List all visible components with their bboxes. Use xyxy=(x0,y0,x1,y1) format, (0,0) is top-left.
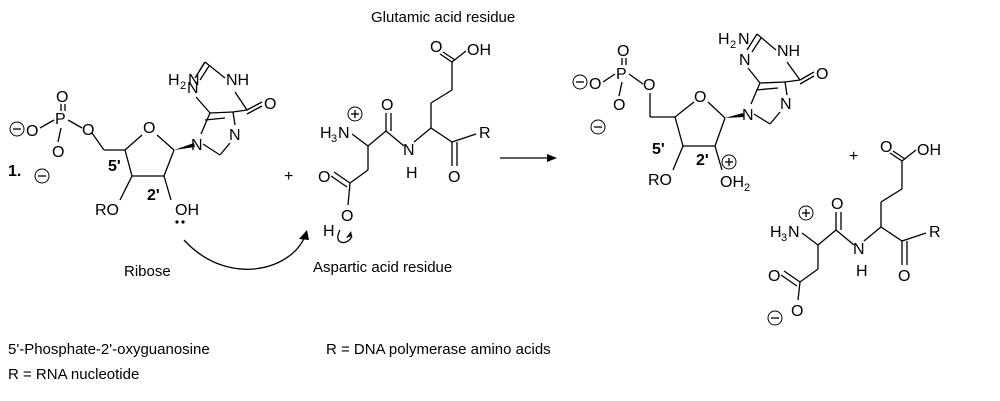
minus-charge-icon xyxy=(590,119,606,135)
svg-text:N: N xyxy=(338,125,350,142)
minus-charge-icon xyxy=(767,310,783,326)
svg-text:O: O xyxy=(694,89,706,106)
plus-sign-1: + xyxy=(284,168,293,185)
phosphate-group: O P O O O xyxy=(9,89,94,184)
svg-text:O: O xyxy=(381,97,393,114)
svg-text:5': 5' xyxy=(652,141,665,158)
step-number: 1. xyxy=(8,163,21,180)
svg-text:OH: OH xyxy=(720,174,744,191)
svg-text:N: N xyxy=(738,31,750,48)
svg-text:N: N xyxy=(403,142,415,159)
svg-text:OH: OH xyxy=(175,202,199,219)
svg-text:O: O xyxy=(613,97,625,114)
svg-text:P: P xyxy=(55,111,66,128)
plus-charge-icon xyxy=(798,205,814,221)
aspartic-acid-label: Aspartic acid residue xyxy=(313,259,452,276)
svg-text:O: O xyxy=(52,144,64,161)
svg-text:2': 2' xyxy=(696,152,709,169)
svg-text:2': 2' xyxy=(147,187,160,204)
svg-text:O: O xyxy=(26,123,38,140)
note-left-2: R = RNA nucleotide xyxy=(8,366,139,383)
svg-text:N: N xyxy=(739,52,751,69)
svg-text:3: 3 xyxy=(781,232,787,244)
svg-text:O: O xyxy=(880,139,892,156)
glutamic-acid-label: Glutamic acid residue xyxy=(371,9,515,26)
svg-text:3: 3 xyxy=(331,133,337,145)
svg-text:OH: OH xyxy=(467,42,491,59)
product-peptide: H 3 N O N H O OH O R O O xyxy=(767,139,941,326)
svg-text:O: O xyxy=(589,76,601,93)
ribose-label: Ribose xyxy=(124,263,171,280)
svg-text:O: O xyxy=(82,122,94,139)
svg-text:O: O xyxy=(341,208,353,225)
svg-text:N: N xyxy=(742,107,754,124)
svg-text:O: O xyxy=(56,89,68,106)
curved-arrow-icon xyxy=(337,229,353,244)
svg-text:OH: OH xyxy=(917,142,941,159)
svg-text:N: N xyxy=(188,72,200,89)
svg-text:RO: RO xyxy=(95,202,119,219)
svg-text:N: N xyxy=(780,96,792,113)
product-nucleotide: O P O O O O 5' RO 2' OH 2 N N xyxy=(572,31,828,194)
reactant-nucleotide: 1. O P O O O O 5' xyxy=(8,61,276,224)
minus-charge-icon xyxy=(572,74,588,90)
svg-text:N: N xyxy=(191,137,203,154)
svg-text:NH: NH xyxy=(777,43,800,60)
reactant-peptide: H 3 N O N H O OH O R O O H xyxy=(318,39,491,244)
svg-text:N: N xyxy=(229,127,241,144)
svg-text:O: O xyxy=(643,77,655,94)
svg-text:H: H xyxy=(168,72,180,89)
plus-sign-2: + xyxy=(849,148,858,165)
svg-text:NH: NH xyxy=(226,72,249,89)
svg-text:2: 2 xyxy=(730,39,736,51)
minus-charge-icon xyxy=(9,121,25,137)
guanine-base: N N N H 2 N NH O xyxy=(168,61,276,156)
svg-text:H: H xyxy=(770,224,782,241)
svg-text:N: N xyxy=(788,224,800,241)
svg-text:O: O xyxy=(143,120,155,137)
svg-text:H: H xyxy=(320,125,332,142)
minus-charge-icon xyxy=(34,168,50,184)
svg-text:H: H xyxy=(856,263,868,280)
svg-text:H: H xyxy=(718,31,730,48)
note-right: R = DNA polymerase amino acids xyxy=(326,341,551,358)
plus-charge-icon xyxy=(347,106,363,122)
svg-text:O: O xyxy=(791,303,803,320)
svg-text:O: O xyxy=(448,169,460,186)
svg-text:H: H xyxy=(323,223,335,240)
svg-text:P: P xyxy=(616,66,627,83)
svg-text:H: H xyxy=(406,165,418,182)
svg-text:O: O xyxy=(430,39,442,56)
svg-text:O: O xyxy=(898,268,910,285)
svg-text:O: O xyxy=(264,96,276,113)
svg-text:O: O xyxy=(768,268,780,285)
wedge-bond xyxy=(174,143,195,150)
svg-text:N: N xyxy=(853,241,865,258)
note-left-1: 5'-Phosphate-2'-oxyguanosine xyxy=(8,341,210,358)
svg-text:N: N xyxy=(187,80,199,97)
svg-text:O: O xyxy=(831,196,843,213)
svg-text:RO: RO xyxy=(648,172,672,189)
svg-text:R: R xyxy=(479,125,491,142)
svg-text:O: O xyxy=(617,43,629,60)
ribose-ring: O 5' RO 2' OH xyxy=(91,120,199,224)
plus-charge-icon xyxy=(721,154,737,170)
nucleophilic-attack-arrow-icon xyxy=(183,235,306,270)
svg-text:5': 5' xyxy=(108,158,121,175)
svg-text:R: R xyxy=(929,224,941,241)
svg-text:2: 2 xyxy=(180,80,186,92)
svg-text:O: O xyxy=(816,66,828,83)
svg-text:2: 2 xyxy=(744,182,750,194)
svg-text:O: O xyxy=(318,169,330,186)
